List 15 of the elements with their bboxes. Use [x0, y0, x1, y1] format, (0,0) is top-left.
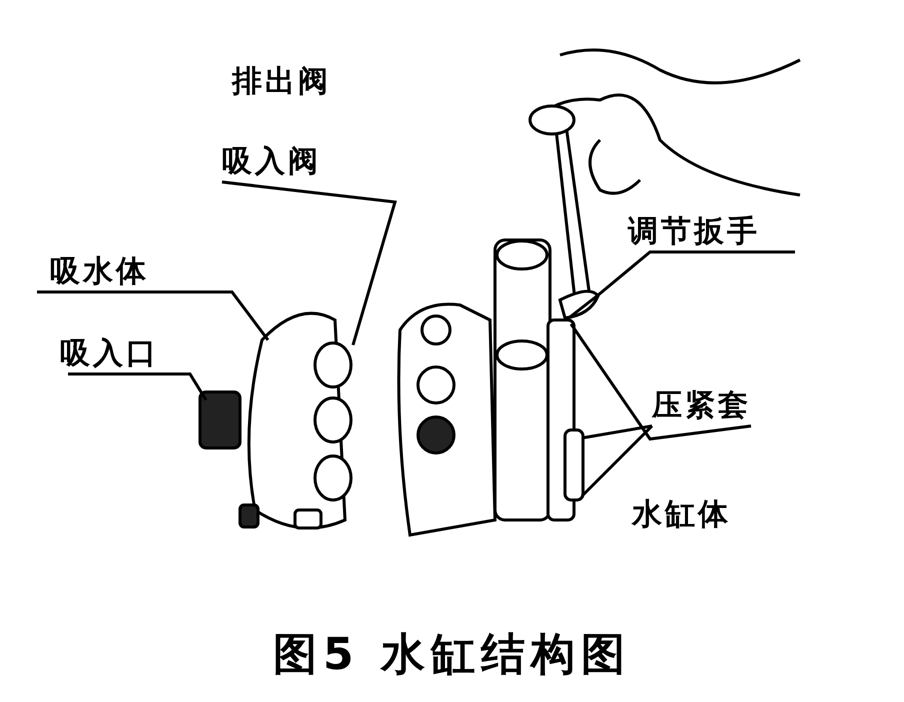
leader-line — [569, 250, 795, 318]
part-label: 排出阀 — [232, 64, 331, 100]
leader-line — [570, 323, 752, 441]
figure-caption: 图5 水缸结构图 — [272, 628, 632, 682]
part-label: 吸水体 — [50, 254, 149, 290]
part-label: 吸入口 — [60, 336, 159, 372]
leader-line — [582, 424, 652, 440]
part-label: 水缸体 — [632, 497, 731, 533]
leader-line — [580, 424, 654, 498]
part-label: 调节扳手 — [628, 214, 760, 250]
leader-line — [68, 372, 208, 401]
leader-line — [222, 180, 397, 346]
part-label: 吸入阀 — [222, 144, 321, 180]
leader-line — [37, 290, 270, 341]
part-label: 压紧套 — [652, 388, 751, 424]
